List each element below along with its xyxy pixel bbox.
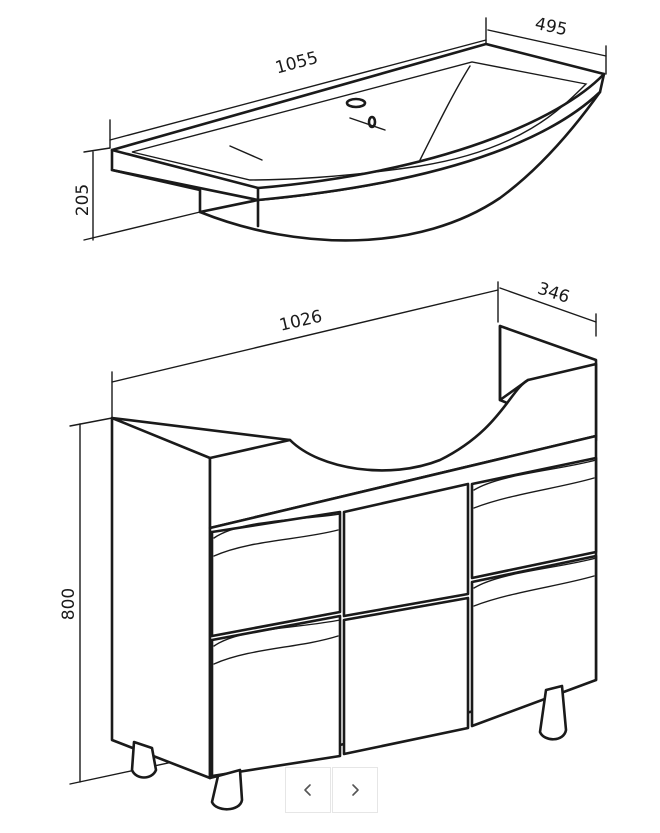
dim-line-cabinet-width [111, 289, 499, 383]
cabinet-back-edge [498, 324, 530, 402]
basin-length-label: 1055 [273, 48, 320, 79]
cabinet-leg [538, 684, 568, 741]
basin-front-edge [110, 72, 606, 190]
basin-inner-outline [131, 61, 588, 181]
chevron-left-icon [304, 784, 311, 796]
cabinet-drawing: 1026 346 800 [59, 279, 598, 811]
overflow-hole-icon [367, 115, 377, 129]
gallery-next-button[interactable] [332, 767, 378, 813]
cabinet-side-panel [110, 416, 212, 780]
chevron-right-icon [352, 784, 359, 796]
right-lower-handle [473, 557, 597, 607]
right-upper-handle [473, 459, 597, 509]
faucet-hole-icon [345, 97, 367, 109]
basin-inner-curve [419, 65, 471, 161]
ext-line [83, 147, 111, 153]
right-lower-drawer [470, 554, 598, 728]
gallery-prev-button[interactable] [285, 767, 331, 813]
basin-inner-lines [229, 117, 386, 161]
cabinet-width-label: 1026 [278, 307, 325, 336]
basin-depth-label: 495 [533, 14, 569, 40]
basin-drawing: 1055 495 205 [73, 14, 607, 242]
cabinet-leg [130, 740, 158, 779]
cabinet-leg [210, 768, 244, 811]
left-lower-handle [213, 619, 341, 665]
dim-line-basin-length [109, 39, 487, 141]
right-upper-drawer [470, 456, 598, 580]
cabinet-top-edge [110, 416, 292, 442]
ext-line [69, 417, 113, 427]
center-upper-door [342, 482, 470, 618]
center-lower-door [342, 596, 470, 756]
ext-line [83, 211, 201, 241]
left-upper-handle [213, 513, 341, 557]
basin-left-side [110, 168, 202, 214]
dim-line-basin-depth [487, 29, 607, 57]
basin-height-label: 205 [73, 184, 93, 216]
dim-line-cabinet-depth [499, 287, 597, 323]
cabinet-depth-label: 346 [535, 279, 572, 308]
basin-rim [110, 42, 606, 202]
left-lower-drawer [210, 614, 342, 778]
cabinet-height-label: 800 [59, 588, 79, 620]
